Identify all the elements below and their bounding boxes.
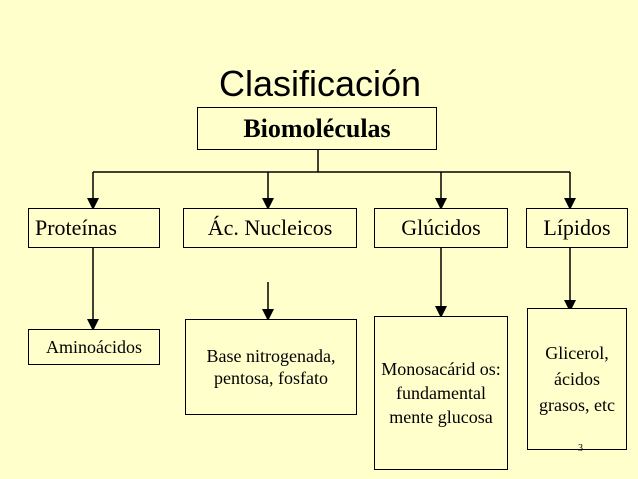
category-lipidos: Lípidos (526, 208, 628, 248)
diagram-title: Clasificación (218, 63, 422, 104)
category-acidos-nucleicos: Ác. Nucleicos (183, 208, 357, 248)
leaf-monosacaridos: Monosacárid os: fundamental mente glucos… (374, 316, 508, 470)
category-glucidos: Glúcidos (374, 208, 508, 248)
leaf-glicerol-acidos-grasos: Glicerol, ácidos grasos, etc (527, 308, 627, 450)
leaf-base-pentosa-fosfato: Base nitrogenada, pentosa, fosfato (185, 319, 357, 415)
leaf-aminoacidos: Aminoácidos (28, 329, 160, 365)
category-proteinas: Proteínas (28, 208, 160, 248)
page-number: 3 (578, 443, 583, 454)
root-node-biomoleculas: Biomoléculas (197, 107, 437, 150)
